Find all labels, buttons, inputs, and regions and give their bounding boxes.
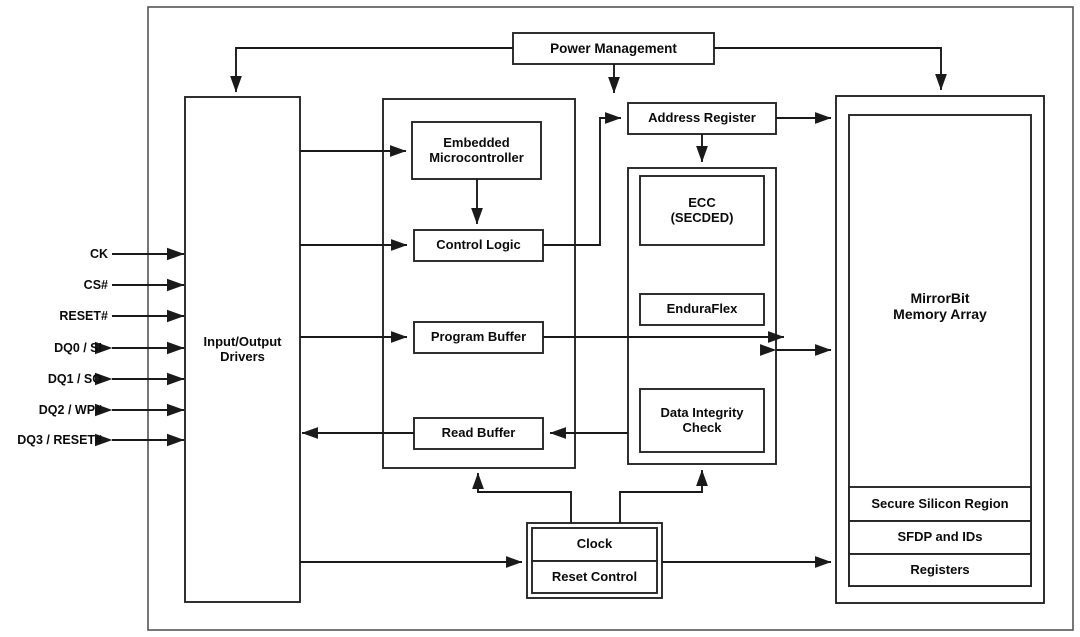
enduraflex-box <box>639 293 765 326</box>
power-management-connections <box>230 47 947 94</box>
signal-label-dq3: DQ3 / RESET# <box>17 433 102 447</box>
signal-label-dq1: DQ1 / SO <box>47 372 102 386</box>
clock-connections <box>300 469 832 568</box>
io-drivers-box <box>184 96 301 603</box>
sfdp-and-ids-box <box>848 520 1032 555</box>
signal-label-reset: RESET# <box>59 309 108 323</box>
read-buffer-box <box>413 417 544 450</box>
power-management-box <box>512 32 715 65</box>
signal-label-cs: CS# <box>83 278 108 292</box>
signal-lines <box>94 247 185 447</box>
signal-label-ck: CK <box>89 247 108 261</box>
program-buffer-box <box>413 321 544 354</box>
signal-label-dq2: DQ2 / WP# <box>38 403 102 417</box>
clock-box <box>531 527 658 562</box>
secure-silicon-region-box <box>848 486 1032 522</box>
address-register-box <box>627 102 777 135</box>
signal-label-dq0: DQ0 / SI <box>54 341 102 355</box>
data-integrity-check-box <box>639 388 765 453</box>
address-and-memory-connections <box>696 112 832 356</box>
core-internal-connections <box>471 112 785 439</box>
ecc-secded-box <box>639 175 765 246</box>
embedded-microcontroller-box <box>411 121 542 180</box>
io-to-core-connections <box>300 145 414 439</box>
reset-control-box <box>531 560 658 594</box>
registers-box <box>848 553 1032 587</box>
control-logic-box <box>413 229 544 262</box>
